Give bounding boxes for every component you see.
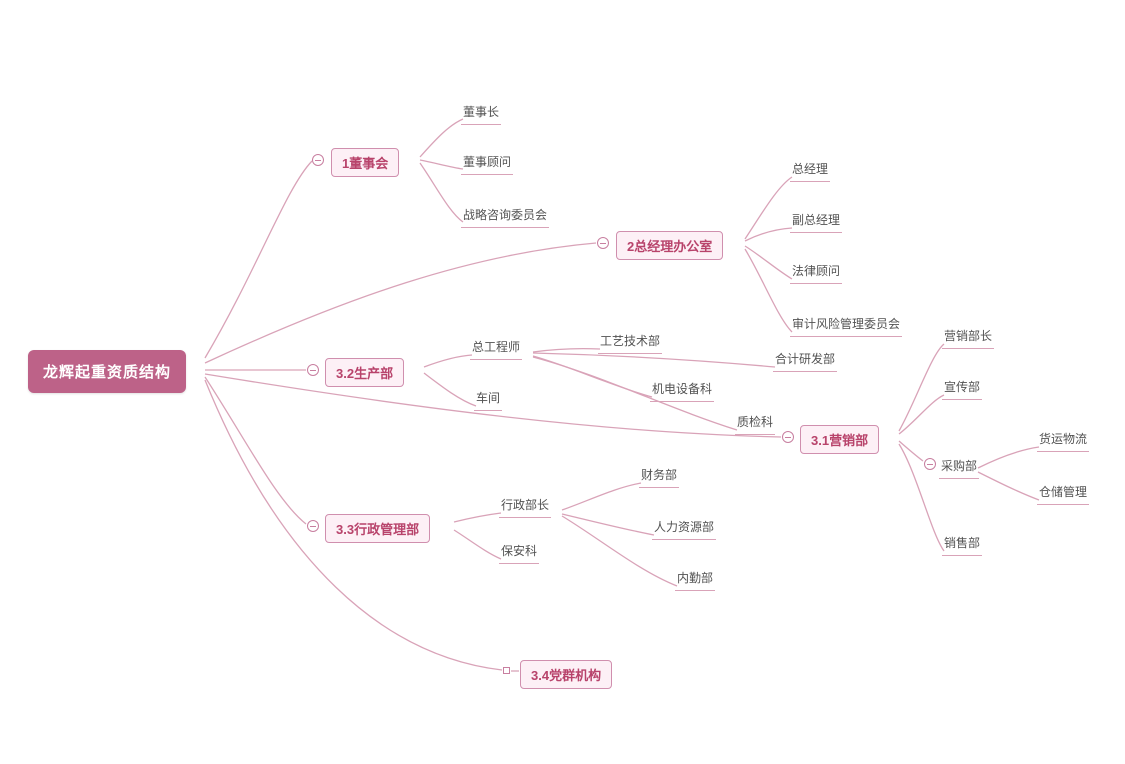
node-chairman[interactable]: 董事长 — [461, 103, 502, 125]
node-admin[interactable]: 3.3行政管理部 — [325, 514, 431, 543]
node-security-dept[interactable]: 保安科 — [499, 542, 540, 564]
collapse-icon-gm-office[interactable] — [597, 237, 609, 249]
collapse-icon-party-group[interactable] — [503, 667, 510, 674]
node-qc-dept[interactable]: 质检科 — [735, 413, 776, 435]
minus-icon — [310, 369, 316, 371]
node-deputy-gm[interactable]: 副总经理 — [790, 211, 843, 233]
connector-group — [204, 118, 1040, 672]
node-hr-dept[interactable]: 人力资源部 — [652, 518, 717, 540]
node-electromech-dept[interactable]: 机电设备科 — [650, 380, 715, 402]
node-workshop[interactable]: 车间 — [474, 389, 503, 411]
node-gm-office[interactable]: 2总经理办公室 — [616, 231, 724, 260]
node-audit-risk-committee[interactable]: 审计风险管理委员会 — [790, 315, 903, 337]
node-chief-engineer[interactable]: 总工程师 — [470, 338, 523, 360]
node-rd-dept[interactable]: 合计研发部 — [773, 350, 838, 372]
minus-icon — [600, 242, 606, 244]
node-process-tech-dept[interactable]: 工艺技术部 — [598, 332, 663, 354]
node-marketing-director[interactable]: 营销部长 — [942, 327, 995, 349]
node-sales-dept[interactable]: 销售部 — [942, 534, 983, 556]
node-strategy-committee[interactable]: 战略咨询委员会 — [461, 206, 550, 228]
node-legal-advisor[interactable]: 法律顾问 — [790, 262, 843, 284]
minus-icon — [310, 525, 316, 527]
collapse-icon-production[interactable] — [307, 364, 319, 376]
collapse-icon-marketing[interactable] — [782, 431, 794, 443]
node-purchasing-dept[interactable]: 采购部 — [939, 457, 980, 479]
node-marketing[interactable]: 3.1营销部 — [800, 425, 880, 454]
node-warehouse-mgmt[interactable]: 仓储管理 — [1037, 483, 1090, 505]
node-board[interactable]: 1董事会 — [331, 148, 400, 177]
node-general-manager[interactable]: 总经理 — [790, 160, 831, 182]
node-party-group[interactable]: 3.4党群机构 — [520, 660, 613, 689]
node-finance-dept[interactable]: 财务部 — [639, 466, 680, 488]
minus-icon — [315, 159, 321, 161]
collapse-icon-admin[interactable] — [307, 520, 319, 532]
node-publicity-dept[interactable]: 宣传部 — [942, 378, 983, 400]
root-node[interactable]: 龙辉起重资质结构 — [28, 350, 187, 393]
minus-icon — [785, 436, 791, 438]
node-admin-director[interactable]: 行政部长 — [499, 496, 552, 518]
minus-icon — [927, 463, 933, 465]
collapse-icon-purchasing[interactable] — [924, 458, 936, 470]
collapse-icon-board[interactable] — [312, 154, 324, 166]
node-internal-service-dept[interactable]: 内勤部 — [675, 569, 716, 591]
node-production[interactable]: 3.2生产部 — [325, 358, 405, 387]
node-freight-logistics[interactable]: 货运物流 — [1037, 430, 1090, 452]
node-board-advisor[interactable]: 董事顾问 — [461, 153, 514, 175]
